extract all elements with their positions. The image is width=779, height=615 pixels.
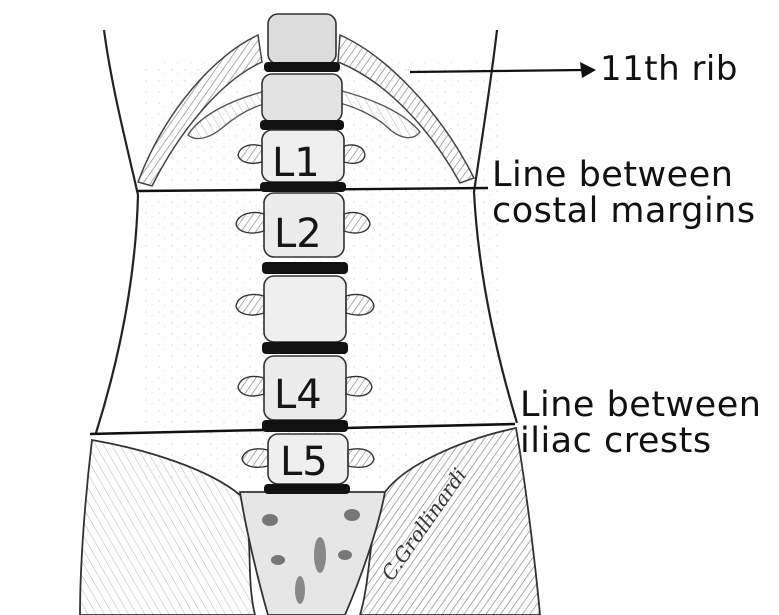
transverse-processes bbox=[235, 144, 375, 468]
annotation-iliac-line-1: Line between bbox=[520, 385, 762, 425]
annotation-iliac-line-2: iliac crests bbox=[520, 420, 712, 461]
pelvis bbox=[79, 426, 541, 615]
body-outline-left bbox=[94, 29, 140, 434]
iliac-crest-line bbox=[89, 422, 516, 436]
annotation-iliac-crests: Line between iliac crests bbox=[520, 385, 762, 461]
rib-pointer-line bbox=[409, 68, 583, 74]
annotation-costal-margins: Line between costal margins bbox=[492, 155, 756, 231]
body-outline-right bbox=[472, 29, 519, 424]
vertebra-label-l4: L4 bbox=[274, 372, 322, 418]
costal-margin-line bbox=[137, 186, 489, 193]
vertebra-label-l1: L1 bbox=[272, 140, 320, 186]
vertebra-label-l5: L5 bbox=[280, 439, 328, 485]
ribs bbox=[137, 33, 476, 187]
vertebra-label-l2: L2 bbox=[274, 211, 322, 257]
sacrum bbox=[238, 491, 387, 615]
rib-pointer-arrowhead bbox=[580, 62, 596, 78]
annotation-costal-line-1: Line between bbox=[492, 155, 734, 195]
annotation-11th-rib: 11th rib bbox=[600, 49, 738, 89]
annotation-costal-line-2: costal margins bbox=[492, 190, 756, 231]
